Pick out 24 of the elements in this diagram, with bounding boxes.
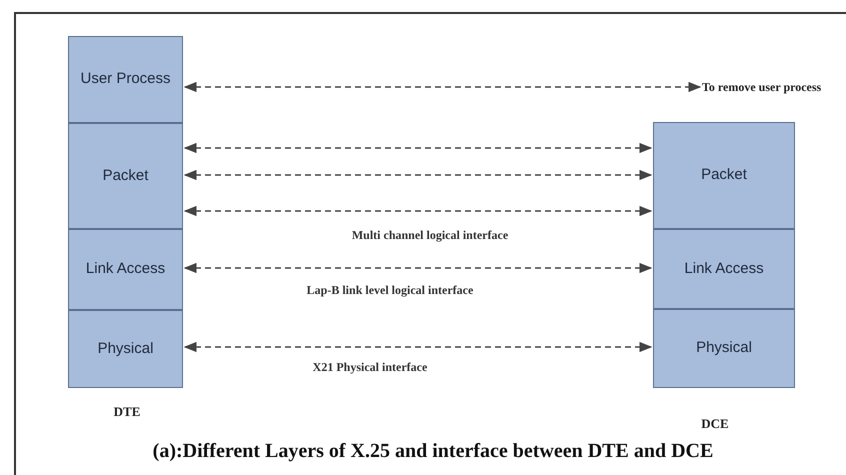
layer-label: Packet <box>102 166 148 186</box>
layer-box <box>653 122 795 229</box>
layer-label: Link Access <box>684 258 764 279</box>
layer-box <box>68 36 183 123</box>
layer-box <box>653 309 795 388</box>
caption: (a):Different Layers of X.25 and interface between DTE and DCE <box>152 439 714 464</box>
layer-label: User Process <box>80 69 171 90</box>
layer-box <box>68 123 183 229</box>
layer-label: Packet <box>701 165 747 186</box>
layer-box <box>68 310 183 388</box>
device-label: DCE <box>701 415 729 433</box>
annotation-text: To remove user process <box>702 79 822 96</box>
layer-label: Physical <box>98 338 154 359</box>
arrow <box>184 142 652 154</box>
arrow <box>184 262 652 274</box>
arrow <box>184 82 702 92</box>
arrow <box>184 342 652 352</box>
layer-box <box>68 229 183 310</box>
layer-box <box>653 229 795 309</box>
layer-label: Link Access <box>86 259 166 280</box>
layer-label: Physical <box>696 338 752 358</box>
arrow <box>184 206 652 216</box>
arrow <box>184 170 652 180</box>
device-label: DTE <box>114 403 140 421</box>
